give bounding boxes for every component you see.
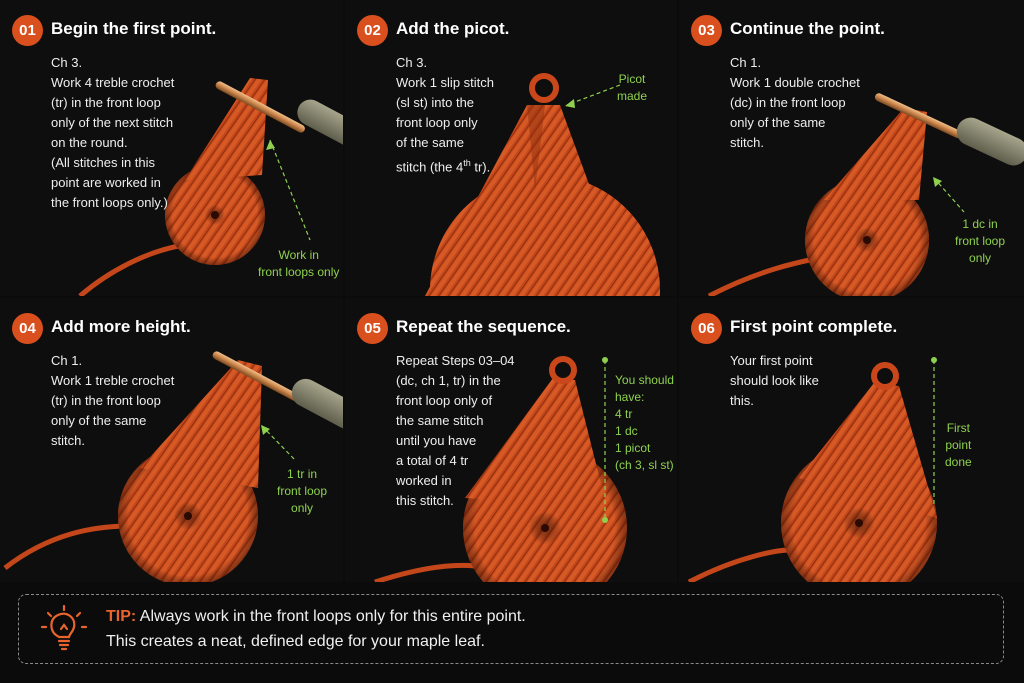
step-instructions: Ch 1.Work 1 treble crochet (tr) in the f…	[51, 353, 175, 448]
tip-section	[0, 584, 1024, 683]
step-panel-05: 05 Repeat the sequence. Repeat Steps 03–…	[345, 298, 677, 582]
step-number-badge: 02	[357, 15, 388, 46]
hook-shaft	[212, 351, 302, 403]
step-title: First point complete.	[730, 317, 898, 336]
step-number-badge: 01	[12, 15, 43, 46]
tip-text-line-1: TIP: Always work in the front loops only…	[106, 608, 526, 625]
hook-handle	[956, 117, 1024, 166]
crochet-point	[799, 383, 937, 518]
tip-label: TIP:	[106, 608, 137, 625]
crochet-point	[824, 108, 927, 200]
step-title: Begin the first point.	[51, 19, 217, 38]
step-instructions: Ch 3.Work 1 slip stitch (sl st) into the…	[396, 55, 495, 175]
yarn-tail	[687, 547, 790, 582]
picot	[529, 73, 559, 103]
note-leader	[261, 425, 296, 461]
hook-shaft	[874, 93, 962, 139]
step-title: Repeat the sequence.	[396, 317, 571, 336]
step-panel-04: 04 Add more height. Ch 1.Work 1 treble c…	[0, 298, 343, 582]
crochet-photo	[78, 78, 343, 296]
hook-shaft	[215, 81, 305, 133]
step-title: Continue the point.	[730, 19, 885, 38]
step-title: Add more height.	[51, 317, 191, 336]
step-panel-02: 02 Add the picot. Ch 3.Work 1 slip stitc…	[345, 0, 677, 296]
step-number-badge: 04	[12, 313, 43, 344]
yarn-tail	[78, 242, 186, 296]
picot	[871, 362, 899, 390]
yarn-tail	[707, 255, 820, 296]
lightbulb-icon	[40, 605, 88, 651]
hook-handle	[297, 99, 343, 147]
tip-text-line-2: This creates a neat, defined edge for yo…	[106, 633, 485, 650]
step-number-badge: 05	[357, 313, 388, 344]
step-number-badge: 03	[691, 15, 722, 46]
crochet-photo	[3, 351, 343, 582]
step-instructions: Ch 3.Work 4 treble crochet (tr) in the f…	[51, 55, 175, 210]
note-leader	[269, 139, 311, 241]
step-panel-01: 01 Begin the first point. Ch 3.Work 4 tr…	[0, 0, 343, 296]
tip-box	[18, 594, 1004, 664]
step-instructions: Ch 1.Work 1 double crochet (dc) in the f…	[730, 55, 860, 150]
note-leader	[566, 84, 621, 106]
crochet-point	[465, 378, 607, 508]
crochet-photo	[707, 93, 1024, 296]
hook-handle	[291, 378, 343, 429]
step-panel-03: 03 Continue the point. Ch 1.Work 1 doubl…	[679, 0, 1024, 296]
crochet-photo	[687, 357, 937, 582]
note-leader	[933, 177, 965, 213]
step-title: Add the picot.	[396, 19, 510, 38]
step-number-badge: 06	[691, 313, 722, 344]
step-instructions: Repeat Steps 03–04(dc, ch 1, tr) in the …	[396, 353, 515, 508]
picot	[549, 356, 577, 384]
step-panel-06: 06 First point complete. Your first poin…	[679, 298, 1024, 582]
crochet-photo	[374, 356, 627, 582]
crochet-photo	[425, 73, 660, 296]
crochet-point	[425, 105, 630, 296]
crochet-point	[140, 360, 262, 488]
yarn-tail	[3, 523, 131, 570]
yarn-tail	[374, 562, 476, 582]
